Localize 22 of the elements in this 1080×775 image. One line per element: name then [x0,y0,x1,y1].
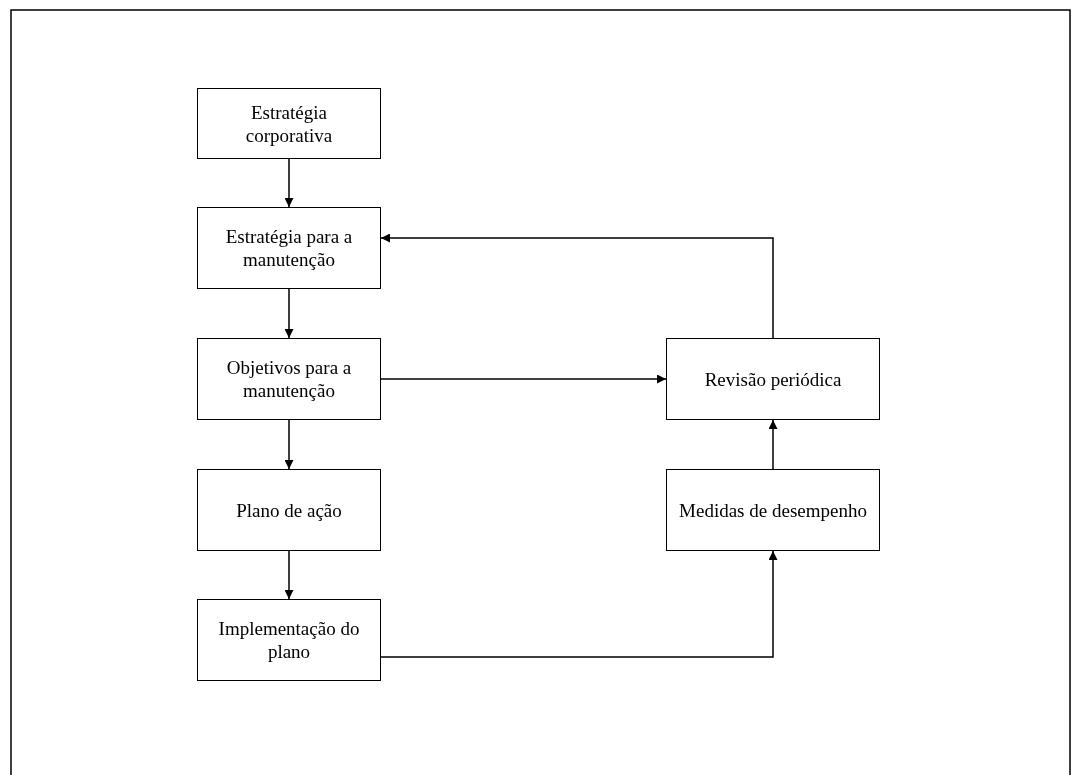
process-box [197,88,381,159]
arrow [768,419,778,470]
box-label: Revisão periódica [703,367,843,391]
arrow [284,550,294,600]
arrow [284,158,294,208]
box-label: Implementação do plano [217,617,361,663]
process-box [197,469,381,551]
box-label: Medidas de desempenho [678,498,868,522]
arrow [380,550,778,658]
box-label: Objetivos para a manutenção [225,356,353,402]
arrow [284,419,294,470]
box-label: Estratégia para a manutenção [224,225,354,271]
arrow [284,288,294,339]
arrow [380,374,667,384]
box-label: Plano de ação [235,498,343,522]
process-box [197,599,381,681]
process-box [197,207,381,289]
box-label: Estratégia corporativa [244,100,334,147]
arrow [380,233,774,339]
process-box [197,338,381,420]
process-box [666,469,880,551]
process-box [666,338,880,420]
